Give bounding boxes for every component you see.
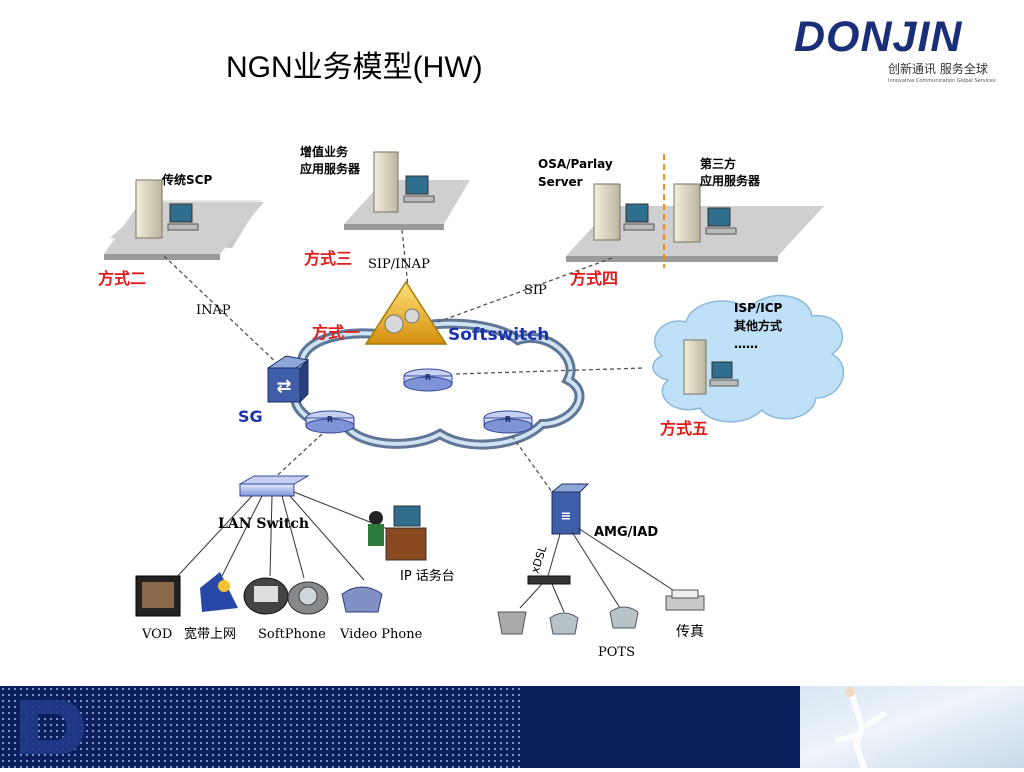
svg-text:≡: ≡ bbox=[561, 509, 572, 524]
broadband-label: 宽带上网 bbox=[184, 626, 236, 642]
footer-banner bbox=[0, 686, 1024, 771]
scp-server-icon bbox=[135, 179, 199, 239]
pots-phone-icon-3 bbox=[609, 606, 639, 629]
amg-iad-icon: ≡ bbox=[550, 483, 590, 535]
desk-phone-icon bbox=[341, 586, 383, 613]
router-left-icon: R bbox=[305, 410, 355, 434]
footer-d-logo-mark bbox=[20, 700, 85, 754]
svg-text:R: R bbox=[327, 415, 333, 424]
inap-link-label: INAP bbox=[196, 303, 231, 318]
softphone-icon bbox=[243, 577, 289, 615]
vas-label-line1: 增值业务 bbox=[300, 144, 349, 159]
lan-switch-label: LAN Switch bbox=[218, 516, 309, 532]
softswitch-icon bbox=[364, 280, 448, 345]
xdsl-modem-icon bbox=[527, 575, 571, 585]
video-phone-label: Video Phone bbox=[339, 627, 423, 642]
svg-text:R: R bbox=[505, 415, 511, 424]
footer-dot-pattern bbox=[0, 686, 520, 768]
pots-label: POTS bbox=[598, 645, 635, 660]
osa-label-line2: Server bbox=[538, 175, 583, 189]
donjin-logo: DONJIN 创新通讯 服务全球 Innovative Communicatio… bbox=[794, 14, 1016, 92]
mode-2-label: 方式二 bbox=[98, 269, 146, 288]
mode-1-label: 方式一 bbox=[312, 323, 360, 342]
vas-label-line2: 应用服务器 bbox=[300, 161, 361, 176]
isp-label-line3: …… bbox=[734, 337, 758, 351]
vas-server-icon bbox=[373, 151, 435, 213]
amg-iad-label: AMG/IAD bbox=[594, 525, 658, 540]
scp-label: 传统SCP bbox=[161, 172, 212, 187]
footer-sky-photo bbox=[800, 686, 1024, 771]
pots-phone-icon-2 bbox=[549, 612, 579, 635]
mode-3-label: 方式三 bbox=[304, 249, 352, 268]
mode-4-label: 方式四 bbox=[570, 269, 618, 288]
ip-desk-label: IP 话务台 bbox=[400, 568, 455, 584]
sg-gateway-icon: ⇄ bbox=[266, 355, 310, 404]
pots-phone-icon-1 bbox=[497, 611, 527, 635]
third-party-server-icon bbox=[673, 183, 737, 243]
isp-label-line1: ISP/ICP bbox=[734, 301, 783, 315]
osa-label-line1: OSA/Parlay bbox=[538, 157, 613, 171]
broadband-icon bbox=[200, 572, 238, 612]
svg-text:R: R bbox=[425, 373, 431, 382]
isp-label-line2: 其他方式 bbox=[734, 318, 782, 333]
logo-slogan: 创新通讯 服务全球 bbox=[888, 62, 988, 76]
page-title: NGN业务模型(HW) bbox=[226, 51, 483, 84]
softphone-label: SoftPhone bbox=[258, 627, 326, 642]
isp-cloud bbox=[652, 294, 845, 423]
router-top-icon: R bbox=[403, 368, 453, 392]
sip-inap-link-label: SIP/INAP bbox=[368, 257, 430, 272]
logo-wordmark: DONJIN bbox=[794, 13, 963, 61]
third-party-label-line1: 第三方 bbox=[700, 156, 736, 171]
sg-label: SG bbox=[238, 407, 263, 426]
sip-link-label: SIP bbox=[524, 283, 547, 298]
osa-server-icon bbox=[593, 183, 655, 241]
terminal-wiring bbox=[173, 491, 683, 613]
svg-text:⇄: ⇄ bbox=[276, 376, 291, 397]
vod-label: VOD bbox=[141, 627, 172, 642]
ngn-service-model-diagram: ⇄ R R R ≡ bbox=[72, 118, 862, 678]
lan-switch-icon bbox=[238, 475, 310, 497]
mode-5-label: 方式五 bbox=[660, 419, 708, 438]
signalling-links bbox=[163, 229, 645, 493]
fax-label: 传真 bbox=[676, 624, 704, 640]
jumping-person-figure bbox=[835, 687, 887, 771]
fax-icon bbox=[665, 589, 705, 611]
video-phone-icon bbox=[287, 581, 329, 615]
vod-tv-icon bbox=[135, 575, 181, 617]
softswitch-label: Softswitch bbox=[448, 325, 549, 345]
third-party-label-line2: 应用服务器 bbox=[700, 173, 761, 188]
ip-operator-desk-icon bbox=[368, 505, 427, 561]
router-right-icon: R bbox=[483, 410, 533, 434]
logo-tagline: Innovative Communication Global Services bbox=[888, 78, 996, 84]
